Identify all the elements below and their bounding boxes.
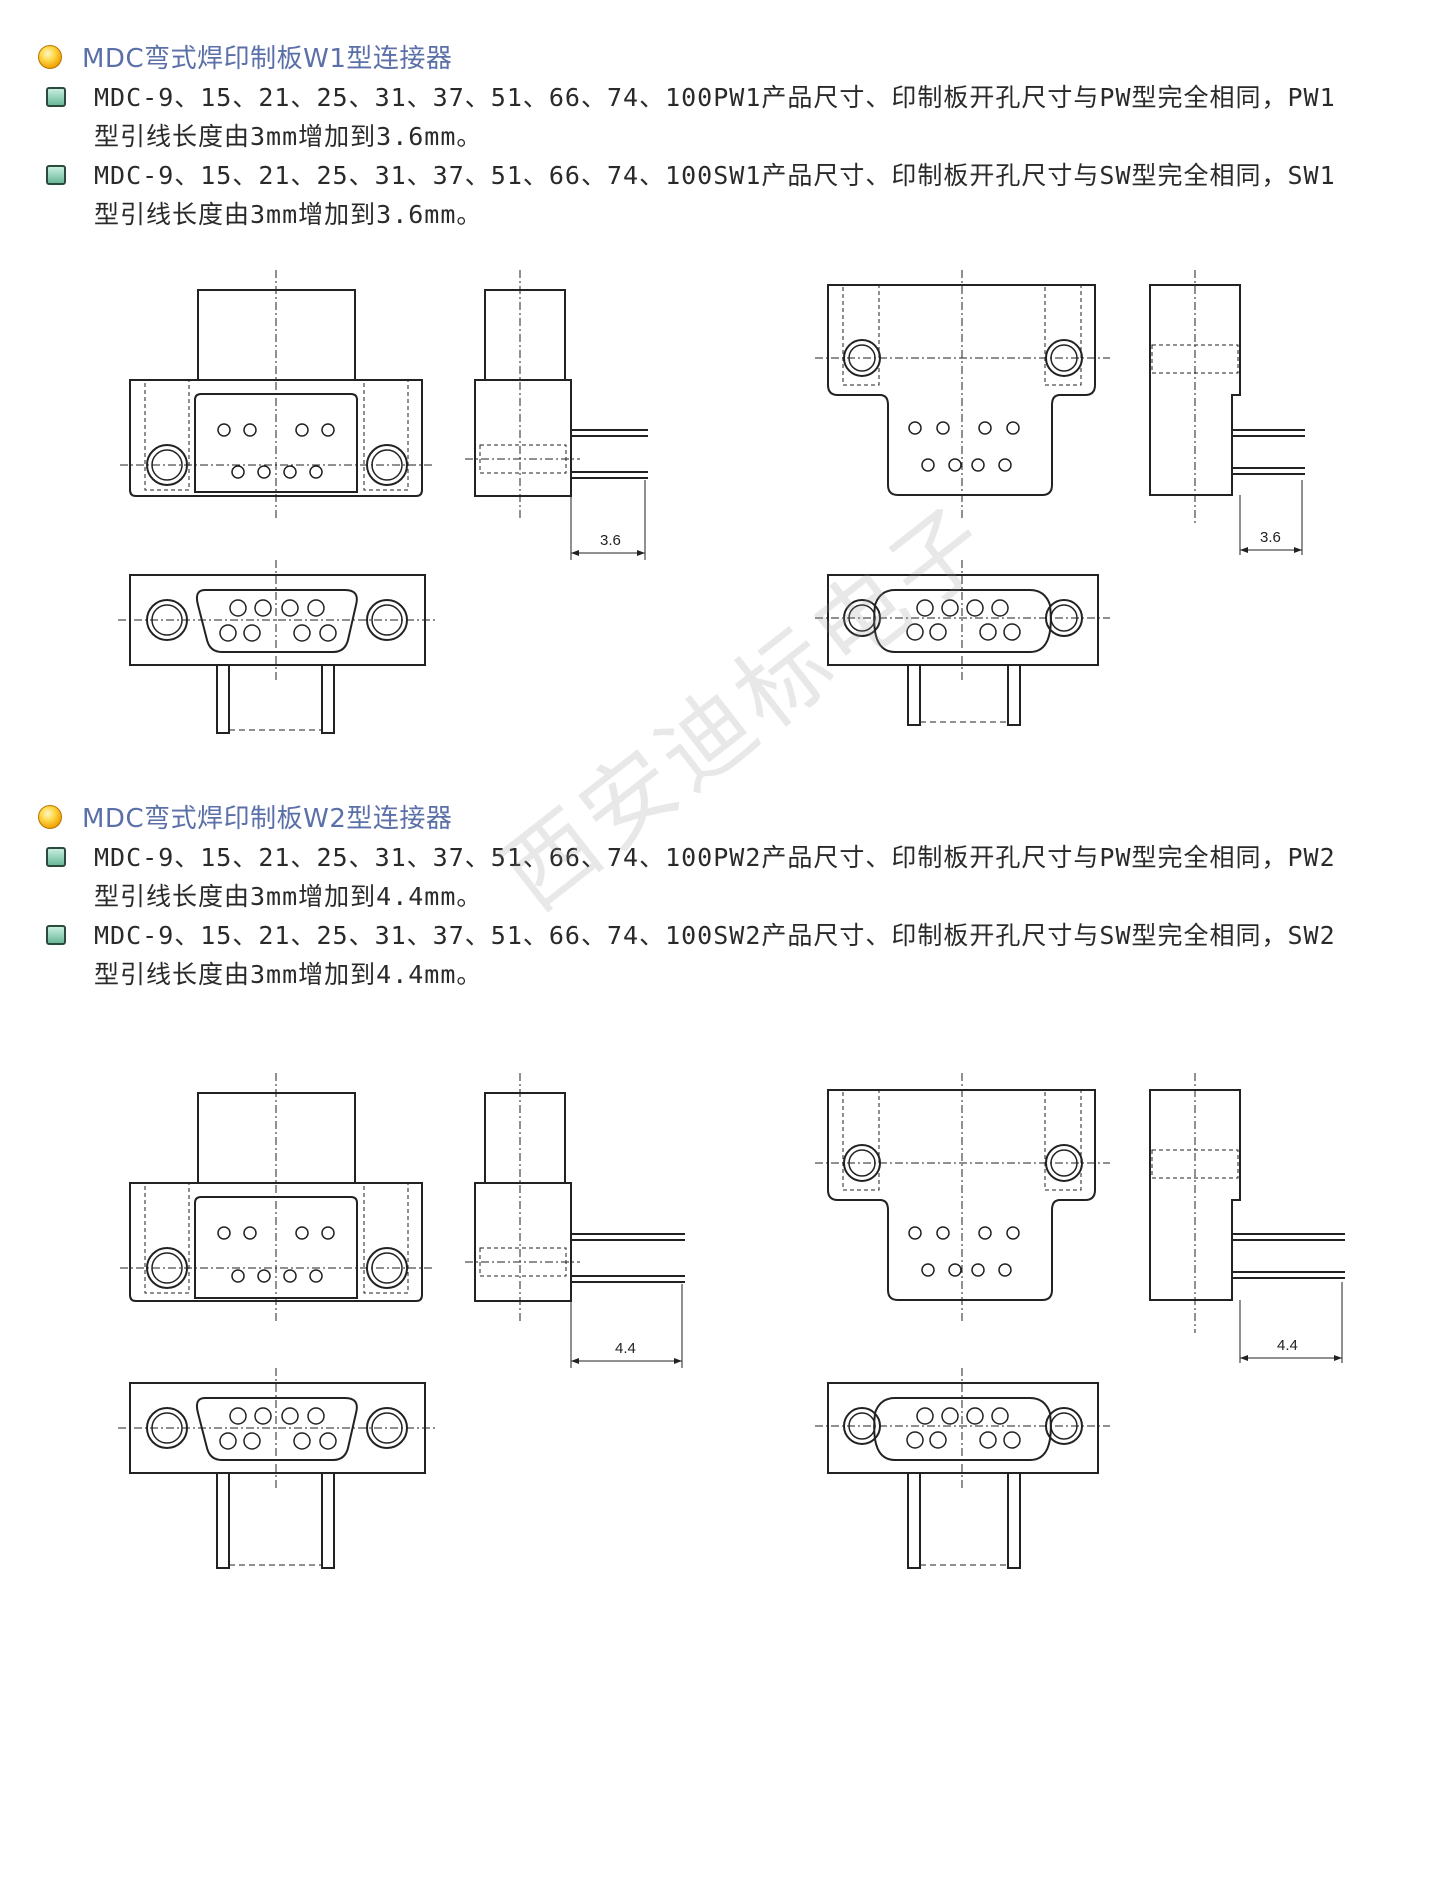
dimension-label: 3.6 xyxy=(1260,529,1281,546)
pw-front-view xyxy=(120,270,435,520)
section-2-heading: MDC弯式焊印制板W2型连接器 xyxy=(38,798,452,835)
green-square-bullet-icon xyxy=(46,847,66,867)
section-2-paragraph-2: MDC-9、15、21、25、31、37、51、66、74、100SW2产品尺寸… xyxy=(94,916,1424,994)
green-square-bullet-icon xyxy=(46,925,66,945)
pw-front-view xyxy=(120,1073,435,1323)
orange-bullet-icon xyxy=(38,44,62,69)
dimension-label: 4.4 xyxy=(1277,1337,1298,1354)
pw-side-view xyxy=(465,1073,685,1368)
paragraph-line: 型引线长度由3mm增加到4.4mm。 xyxy=(94,882,483,911)
paragraph-line: MDC-9、15、21、25、31、37、51、66、74、100SW1产品尺寸… xyxy=(94,161,1336,190)
section-1-title: MDC弯式焊印制板W1型连接器 xyxy=(82,44,453,74)
green-square-bullet-icon xyxy=(46,87,66,107)
section-1-paragraph-1: MDC-9、15、21、25、31、37、51、66、74、100PW1产品尺寸… xyxy=(94,78,1424,156)
section-2-paragraph-1: MDC-9、15、21、25、31、37、51、66、74、100PW2产品尺寸… xyxy=(94,838,1424,916)
green-square-bullet-icon xyxy=(46,165,66,185)
section-1-drawings: 3.6 3.6 xyxy=(118,270,1305,734)
sw-side-view xyxy=(1149,270,1305,555)
section-1-heading: MDC弯式焊印制板W1型连接器 xyxy=(38,38,452,75)
paragraph-line: 型引线长度由3mm增加到4.4mm。 xyxy=(94,960,483,989)
sw-front-view xyxy=(815,1073,1110,1323)
paragraph-line: MDC-9、15、21、25、31、37、51、66、74、100SW2产品尺寸… xyxy=(94,921,1336,950)
sw-bottom-view xyxy=(815,1368,1110,1569)
pw-side-view xyxy=(465,270,648,560)
pw-bottom-view xyxy=(118,560,437,734)
sw-side-view xyxy=(1149,1073,1345,1363)
sw-front-view xyxy=(815,270,1110,520)
paragraph-line: MDC-9、15、21、25、31、37、51、66、74、100PW2产品尺寸… xyxy=(94,843,1336,872)
paragraph-line: 型引线长度由3mm增加到3.6mm。 xyxy=(94,200,483,229)
section-2-drawings: 4.4 4.4 xyxy=(118,1073,1345,1569)
paragraph-line: 型引线长度由3mm增加到3.6mm。 xyxy=(94,122,483,151)
section-1-paragraph-2: MDC-9、15、21、25、31、37、51、66、74、100SW1产品尺寸… xyxy=(94,156,1424,234)
sw-bottom-view xyxy=(815,560,1110,726)
section-2-title: MDC弯式焊印制板W2型连接器 xyxy=(82,804,453,834)
dimension-label: 3.6 xyxy=(600,532,621,549)
paragraph-line: MDC-9、15、21、25、31、37、51、66、74、100PW1产品尺寸… xyxy=(94,83,1336,112)
pw-bottom-view xyxy=(118,1368,437,1569)
dimension-label: 4.4 xyxy=(615,1340,636,1357)
orange-bullet-icon xyxy=(38,804,62,829)
